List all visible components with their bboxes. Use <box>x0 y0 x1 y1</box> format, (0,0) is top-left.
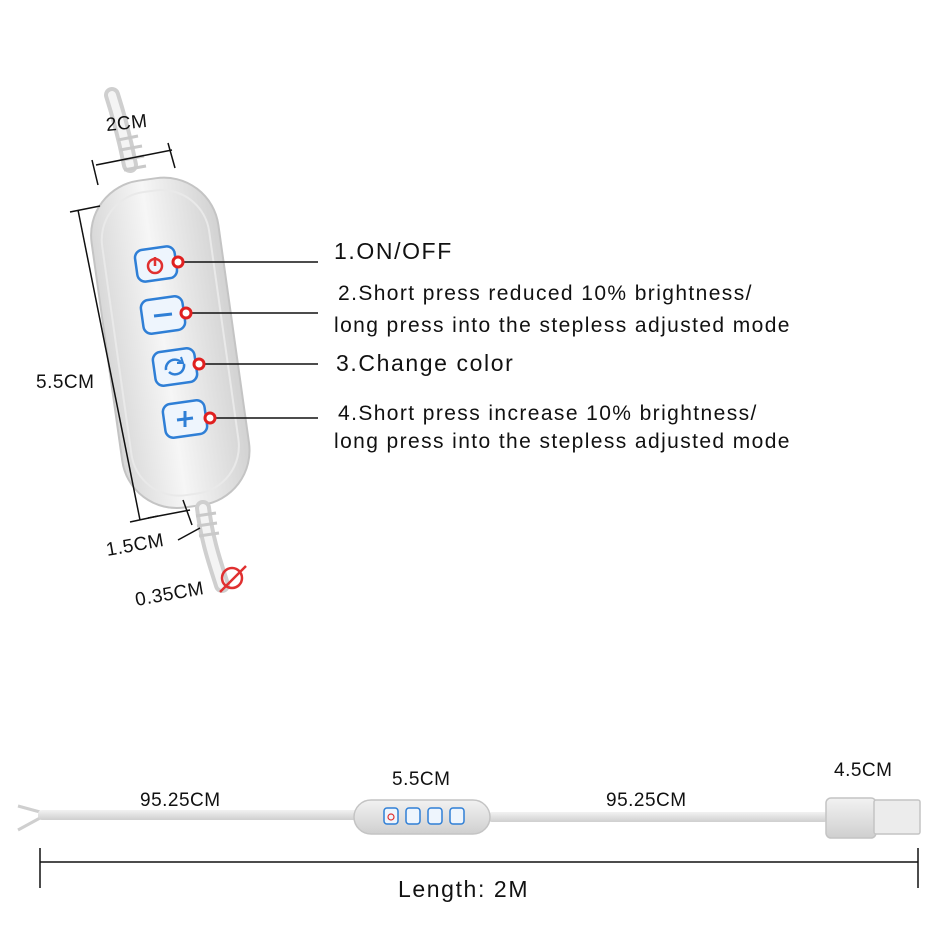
callout-leaders <box>171 255 318 425</box>
callout-1: 1.ON/OFF <box>334 238 453 264</box>
color-button[interactable] <box>151 347 199 387</box>
minus-icon <box>153 312 173 318</box>
cycle-icon <box>164 356 186 376</box>
bottom-cable <box>195 500 230 593</box>
power-icon <box>146 257 164 275</box>
full-cable <box>17 804 828 832</box>
controller-body <box>90 176 251 510</box>
callout-2-line-1: 2.Short press reduced 10% brightness/ <box>338 282 753 305</box>
callout-3: 3.Change color <box>336 350 515 376</box>
usb-plug <box>825 797 921 839</box>
right-cable-label: 95.25CM <box>606 790 687 811</box>
width-label: 2CM <box>104 110 149 137</box>
total-length-label: Length: 2M <box>398 876 530 902</box>
no-symbol-icon <box>219 565 247 593</box>
width-dimension <box>91 142 176 186</box>
cable-dimension <box>147 499 201 541</box>
plus-button[interactable] <box>161 399 209 439</box>
callout-4-line-2: long press into the stepless adjusted mo… <box>334 430 791 453</box>
callout-4-line-1: 4.Short press increase 10% brightness/ <box>338 402 758 425</box>
power-button[interactable] <box>133 245 179 283</box>
plug-label: 4.5CM <box>834 760 893 781</box>
plus-icon <box>176 411 194 427</box>
callout-2-line-2: long press into the stepless adjusted mo… <box>334 314 791 337</box>
minus-button[interactable] <box>139 295 187 335</box>
left-cable-label: 95.25CM <box>140 790 221 811</box>
height-label: 5.5CM <box>36 372 95 393</box>
switch-length-label: 5.5CM <box>392 769 451 790</box>
inline-switch <box>353 799 491 835</box>
length-dimension <box>39 848 919 888</box>
